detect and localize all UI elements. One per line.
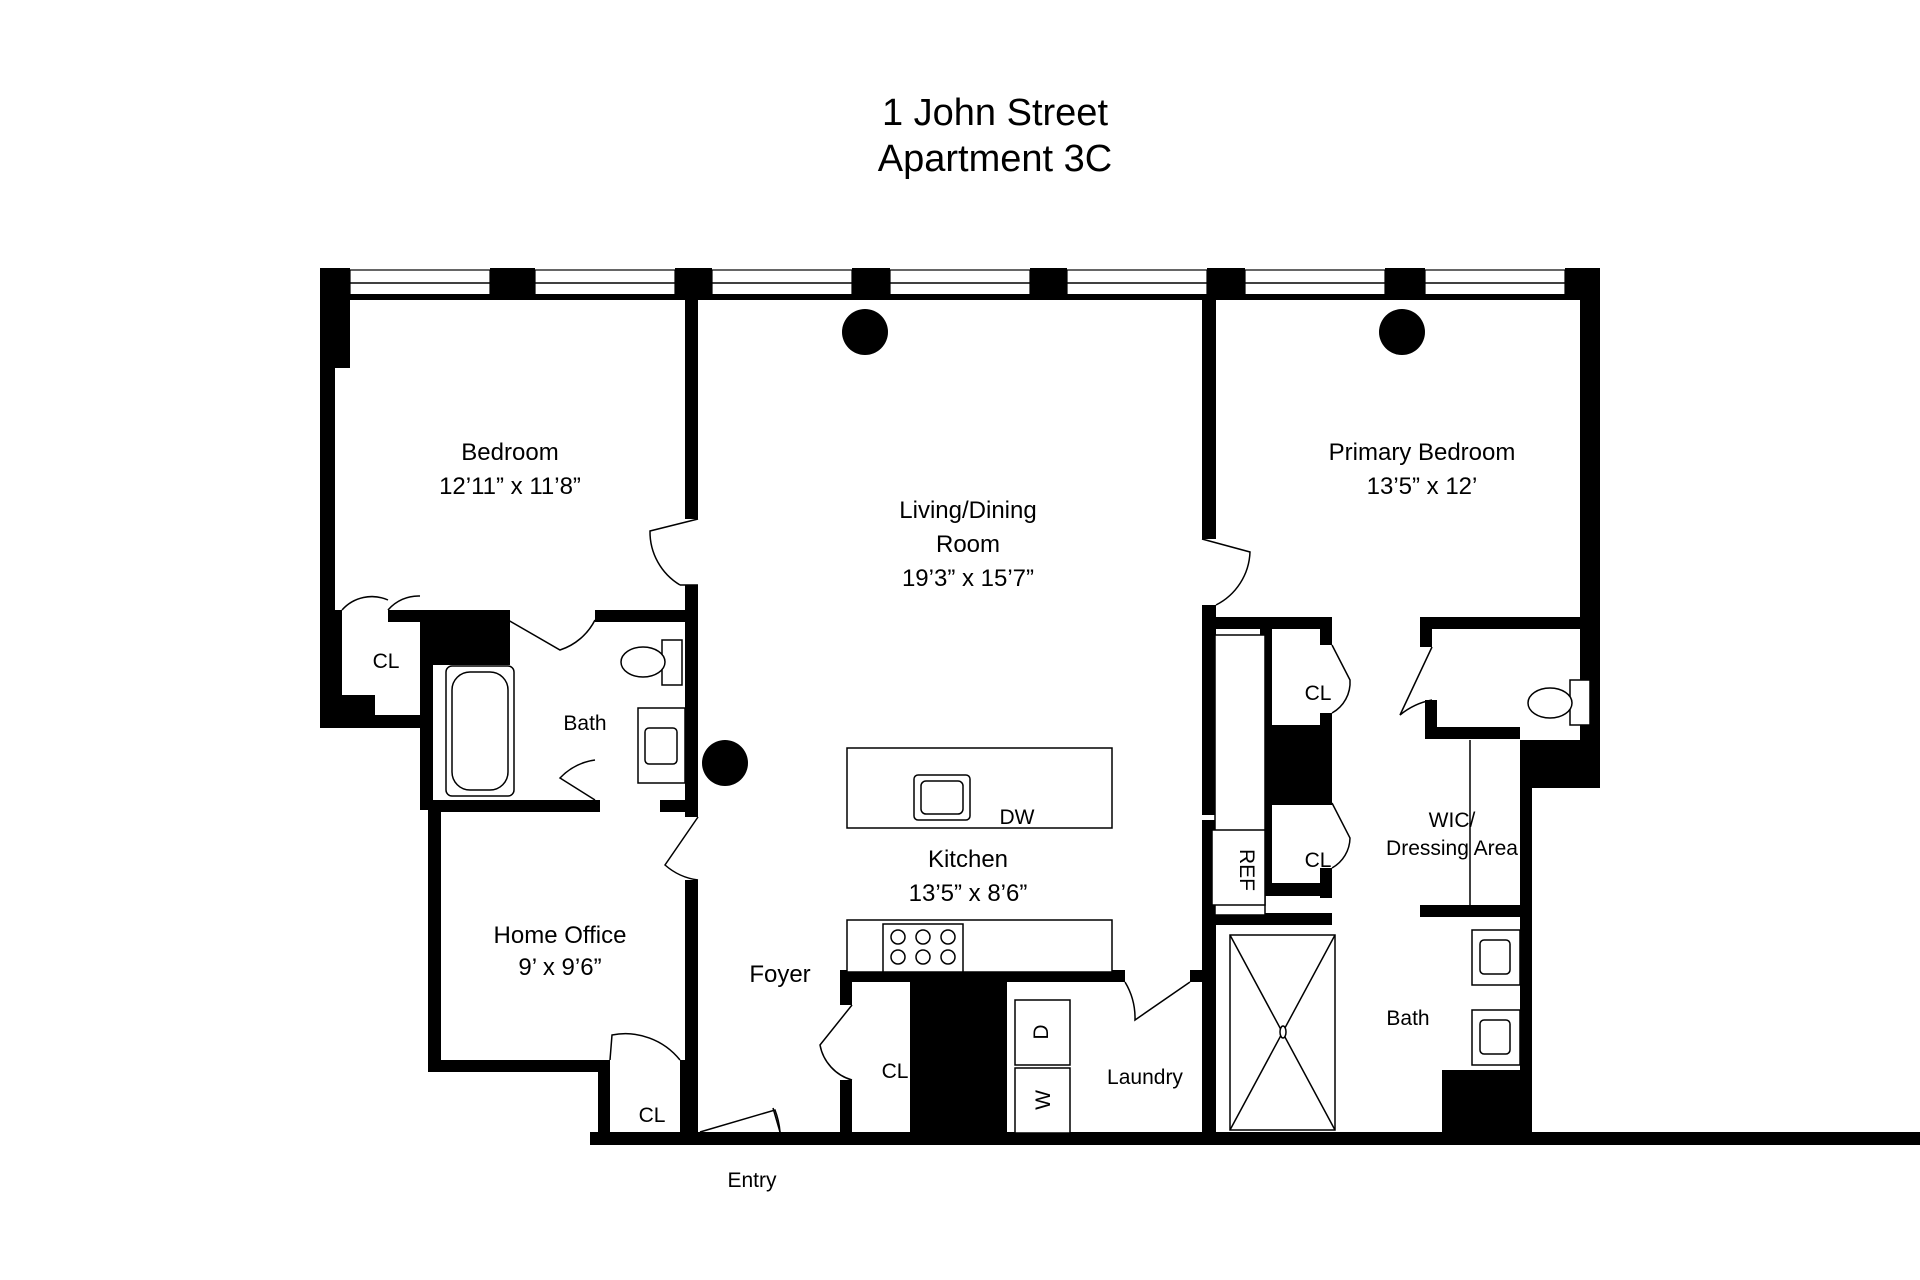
- closet-label: CL: [639, 1104, 666, 1127]
- closet-label: CL: [882, 1060, 909, 1083]
- doors: [341, 518, 1471, 1133]
- room-labels: Bedroom 12’11” x 11’8” Living/Dining Roo…: [373, 439, 1519, 1192]
- bedroom-name: Bedroom: [461, 439, 558, 466]
- plan-title-address: 1 John Street: [881, 92, 1109, 134]
- windows: [349, 269, 1566, 297]
- dishwasher-label: DW: [1000, 806, 1035, 829]
- washer-label: W: [1032, 1090, 1055, 1110]
- wic-name-2: Dressing Area: [1386, 837, 1518, 860]
- entry-name: Entry: [727, 1169, 777, 1192]
- living-name-2: Room: [936, 531, 1000, 558]
- primary-bedroom-size: 13’5” x 12’: [1367, 473, 1478, 500]
- closet-label: CL: [373, 650, 400, 673]
- closet-label: CL: [1305, 682, 1332, 705]
- dryer-label: D: [1030, 1024, 1053, 1039]
- primary-bedroom-name: Primary Bedroom: [1329, 439, 1516, 466]
- kitchen-size: 13’5” x 8’6”: [909, 880, 1028, 907]
- walls: [320, 268, 1920, 1145]
- kitchen-name: Kitchen: [928, 846, 1008, 873]
- bedroom-size: 12’11” x 11’8”: [439, 473, 581, 500]
- plan-title-unit: Apartment 3C: [877, 138, 1113, 180]
- wic-name-1: WIC/: [1429, 809, 1476, 832]
- living-name-1: Living/Dining: [899, 497, 1036, 524]
- bath-left-name: Bath: [563, 712, 606, 735]
- bath-right-name: Bath: [1386, 1007, 1429, 1030]
- foyer-name: Foyer: [749, 961, 810, 988]
- refrigerator-label: REF: [1235, 849, 1258, 891]
- office-name: Home Office: [494, 922, 627, 949]
- closet-label: CL: [1305, 849, 1332, 872]
- laundry-name: Laundry: [1107, 1066, 1183, 1089]
- office-size: 9’ x 9’6”: [518, 954, 601, 981]
- fixtures: [445, 634, 1591, 1134]
- living-size: 19’3” x 15’7”: [902, 565, 1034, 592]
